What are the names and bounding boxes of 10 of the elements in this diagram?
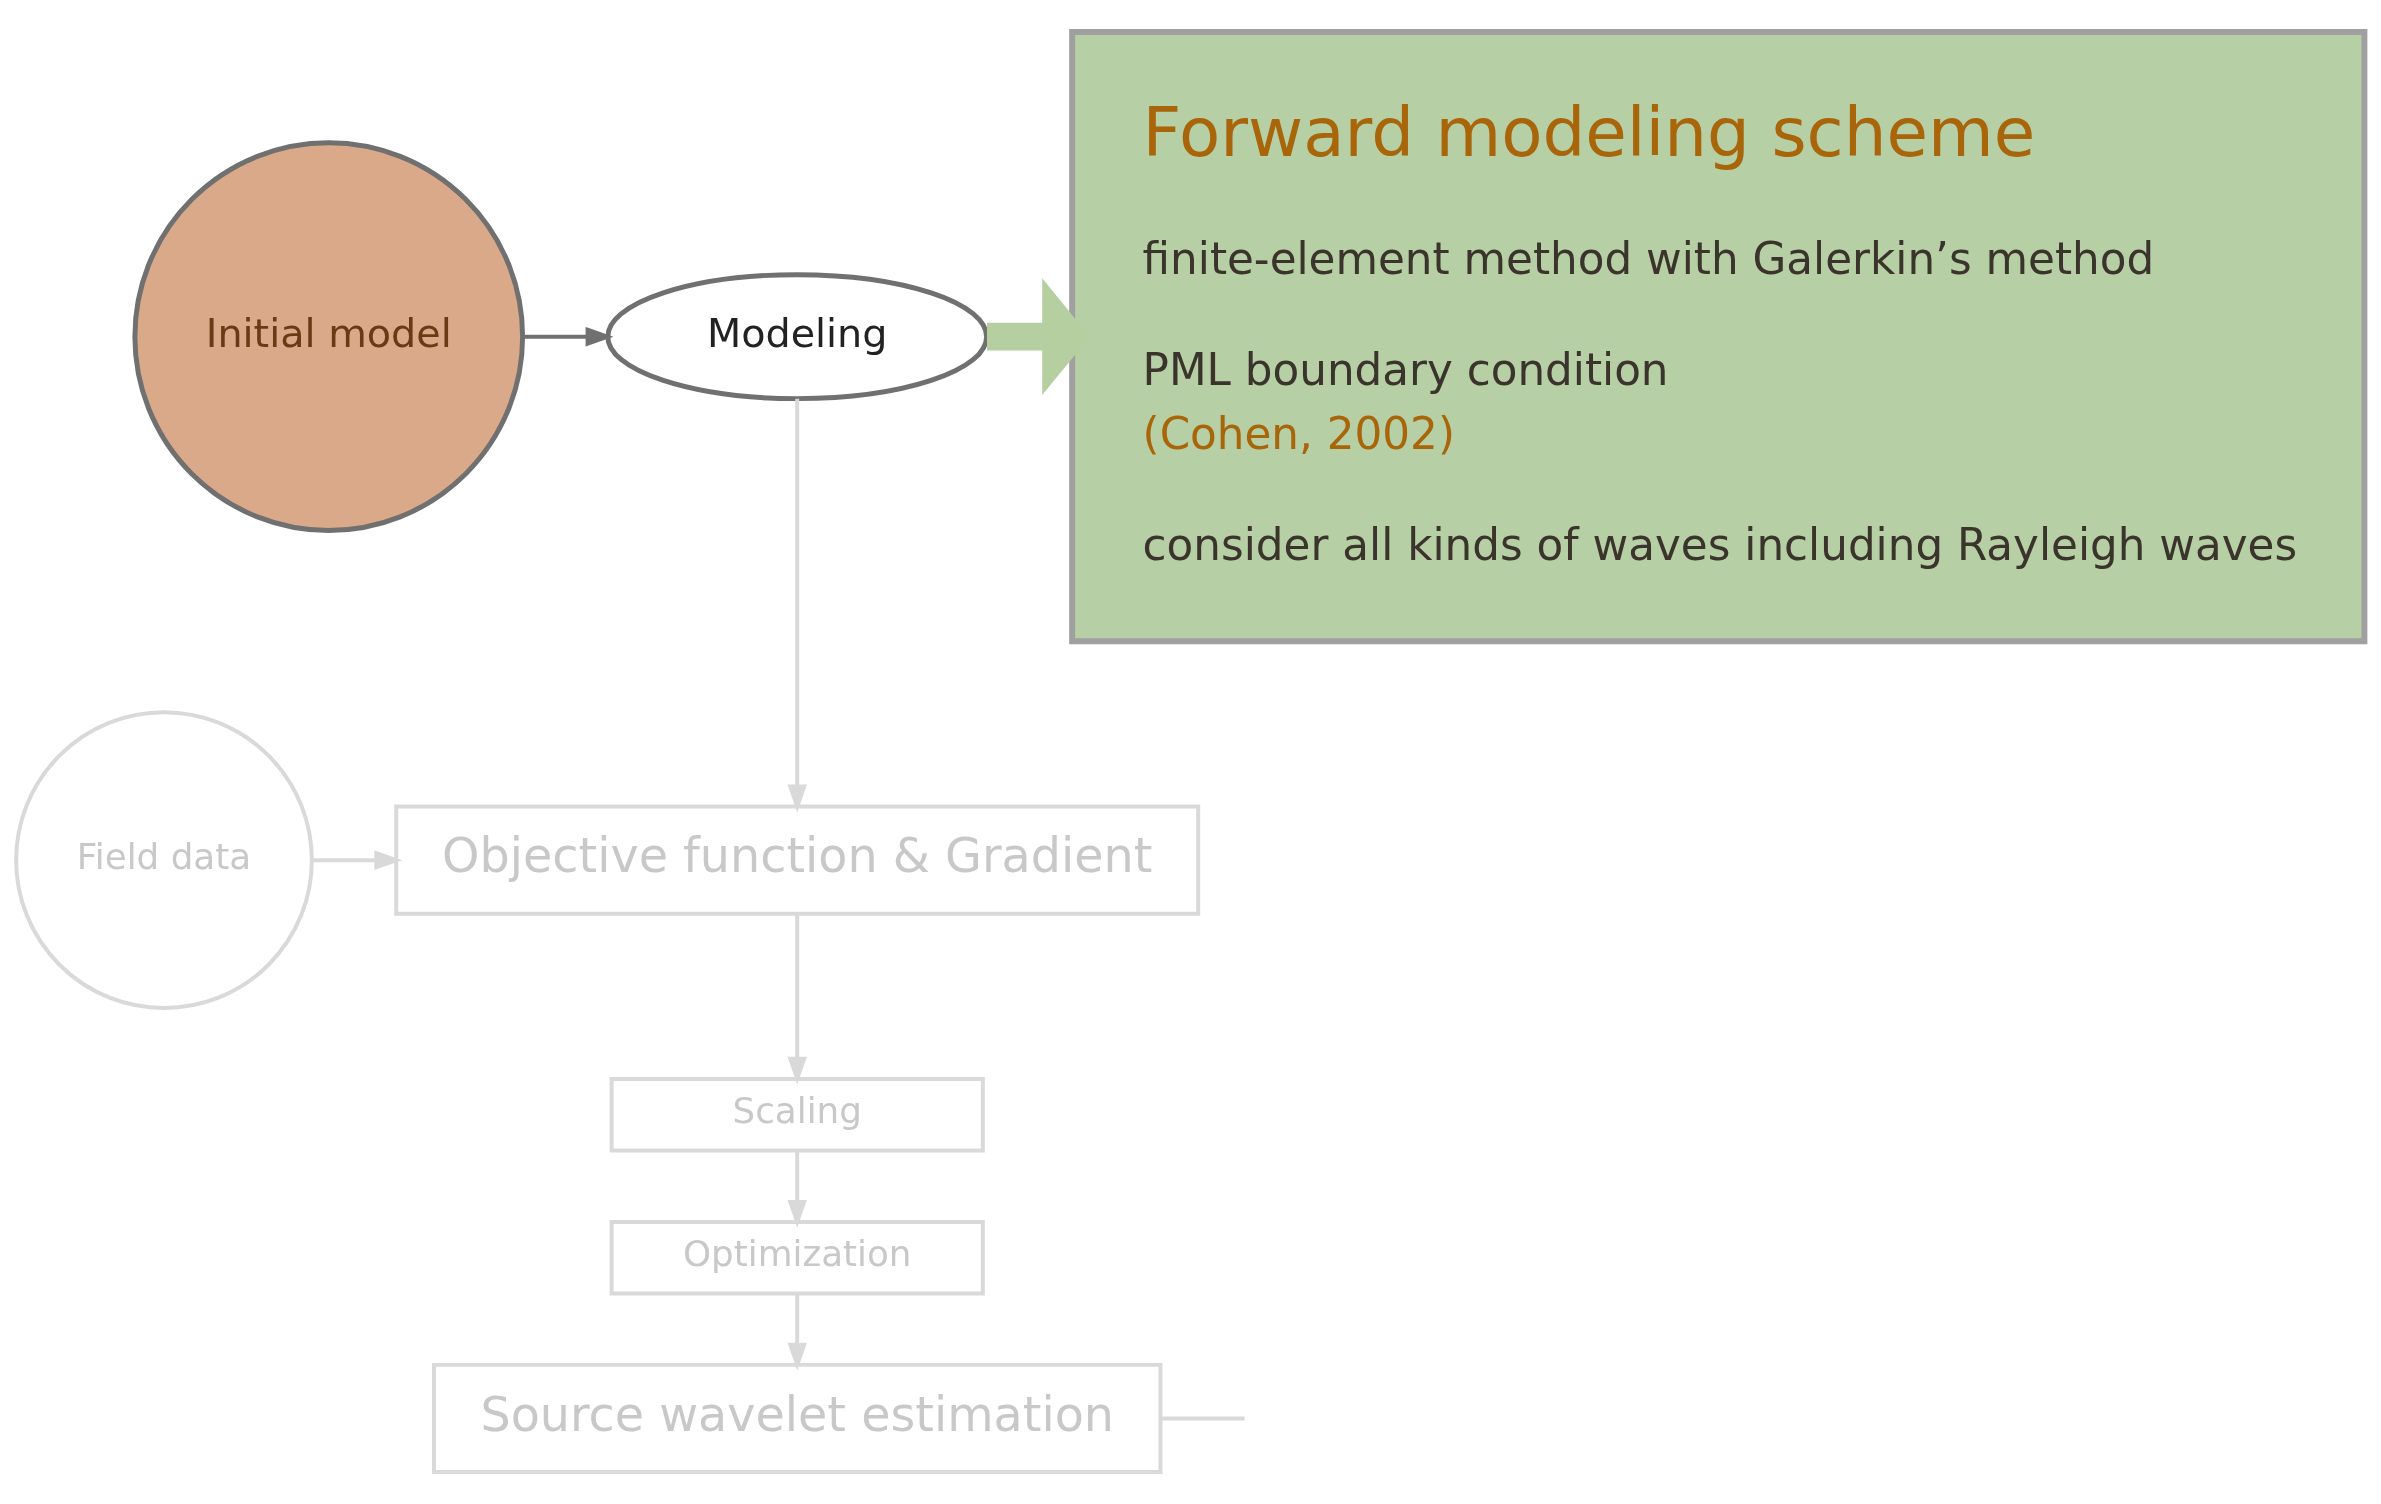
arrow xyxy=(787,1151,807,1228)
arrow xyxy=(787,914,807,1085)
connector xyxy=(1160,1416,1245,1421)
node-ellipse: Modeling xyxy=(605,272,990,402)
arrow xyxy=(522,326,614,347)
node-circle: Initial model xyxy=(132,140,526,533)
arrow xyxy=(787,398,807,813)
node-box: Forward modeling scheme finite-element method with Galerkin’s method PML boundary condition (Cohen, 2002) consider all kinds of waves including Rayleigh waves xyxy=(1069,28,2368,645)
arrow xyxy=(787,1293,807,1371)
arrow xyxy=(311,850,403,870)
